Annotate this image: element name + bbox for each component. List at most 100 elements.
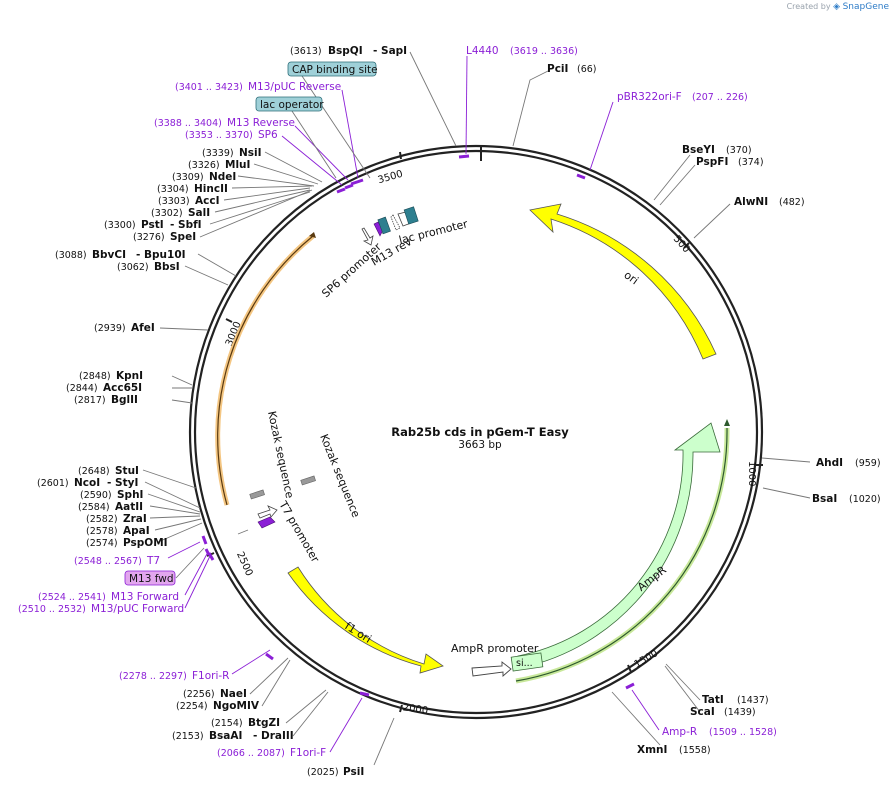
enzyme-psii: (2025) PsiI [307, 766, 364, 778]
enzyme-zrai: (2582) ZraI [86, 513, 147, 525]
kozak-label-1: Kozak sequence [265, 410, 296, 500]
svg-text:(2848): (2848) [79, 371, 111, 382]
primer-sp6: (3353 .. 3370) SP6 [185, 129, 278, 141]
svg-text:(3303): (3303) [158, 196, 190, 207]
svg-text:Amp-R: Amp-R [662, 726, 697, 738]
enzyme-hincii: (3304) HincII [157, 183, 228, 195]
svg-text:(2601): (2601) [37, 478, 69, 489]
tick-3500: 3500 [377, 151, 404, 187]
svg-text:(3300): (3300) [104, 220, 136, 231]
svg-text:NsiI: NsiI [239, 147, 262, 159]
tick-2000: 2000 [399, 702, 429, 717]
svg-text:M13/pUC Reverse: M13/pUC Reverse [248, 81, 341, 93]
ampr-promoter-arrow [471, 661, 512, 677]
enzyme-kpni: (2848) KpnI [79, 370, 143, 382]
svg-text:ApaI: ApaI [123, 525, 150, 537]
enzyme-bsaai: (2153) BsaAI - DraIII [172, 730, 294, 742]
svg-text:SphI: SphI [117, 489, 143, 501]
kozak-block-2 [300, 475, 316, 486]
snapgene-logo-icon: ◈ [833, 2, 841, 12]
primer-m13-puc-reverse: (3401 .. 3423) M13/pUC Reverse [175, 81, 341, 93]
kozak-block-1 [249, 489, 265, 500]
t7-promoter-label: T7 promoter [276, 498, 322, 565]
enzyme-afei: (2939) AfeI [94, 322, 155, 334]
svg-text:(3309): (3309) [172, 172, 204, 183]
svg-text:(3353 .. 3370): (3353 .. 3370) [185, 130, 253, 141]
svg-text:(3388 .. 3404): (3388 .. 3404) [154, 118, 222, 129]
primer-t7: (2548 .. 2567) T7 [74, 555, 160, 567]
primer-leaders [167, 55, 660, 753]
enzyme-bglii: (2817) BglII [74, 394, 138, 406]
svg-text:(2278 .. 2297): (2278 .. 2297) [119, 671, 187, 682]
enzyme-acci: (3303) AccI [158, 195, 219, 207]
svg-text:(2510 .. 2532): (2510 .. 2532) [18, 604, 86, 615]
svg-text:NdeI: NdeI [209, 171, 236, 183]
svg-text:lac operator: lac operator [260, 99, 324, 111]
enzyme-ncoi: (2601) NcoI - StyI [37, 477, 138, 489]
svg-text:M13/pUC Forward: M13/pUC Forward [91, 603, 184, 615]
svg-text:(370): (370) [726, 145, 752, 156]
enzyme-sali: (3302) SalI [151, 207, 210, 219]
primer-f1ori-r: (2278 .. 2297) F1ori-R [119, 670, 229, 682]
svg-text:- DraIII: - DraIII [253, 730, 294, 742]
signal-sequence-box [510, 652, 544, 672]
svg-text:ZraI: ZraI [123, 513, 147, 525]
svg-text:PspOMI: PspOMI [123, 537, 168, 549]
svg-text:- StyI: - StyI [107, 477, 138, 489]
svg-text:(2817): (2817) [74, 395, 106, 406]
enzyme-btgzi: (2154) BtgZI [211, 717, 280, 729]
svg-text:(374): (374) [738, 157, 764, 168]
t7-primer-glyph [257, 516, 276, 529]
credit-brand: SnapGene [842, 2, 889, 12]
svg-text:(2844): (2844) [66, 383, 98, 394]
svg-text:AccI: AccI [195, 195, 219, 207]
enzyme-bbsi: (3062) BbsI [117, 261, 180, 273]
svg-text:T7: T7 [146, 555, 160, 567]
svg-text:(3302): (3302) [151, 208, 183, 219]
svg-text:(2590): (2590) [80, 490, 112, 501]
svg-text:NaeI: NaeI [220, 688, 247, 700]
enzyme-aatii: (2584) AatII [78, 501, 143, 513]
svg-text:3500: 3500 [377, 169, 404, 187]
svg-text:(3339): (3339) [202, 148, 234, 159]
sp6-promoter-arrow [361, 227, 374, 246]
svg-text:- SapI: - SapI [373, 45, 407, 57]
svg-text:500: 500 [671, 234, 692, 256]
svg-text:TatI: TatI [702, 694, 724, 706]
ampr-arrow [517, 422, 721, 669]
svg-text:BbsI: BbsI [154, 261, 180, 273]
svg-text:AhdI: AhdI [816, 457, 843, 469]
svg-text:pBR322ori-F: pBR322ori-F [617, 91, 682, 103]
svg-text:M13 fwd: M13 fwd [129, 573, 174, 585]
enzyme-ngomiv: (2254) NgoMIV [176, 700, 260, 712]
svg-text:BtgZI: BtgZI [248, 717, 280, 729]
signal-sequence-label: si... [516, 658, 533, 669]
svg-text:NcoI: NcoI [74, 477, 100, 489]
svg-text:(2584): (2584) [78, 502, 110, 513]
svg-text:(2524 .. 2541): (2524 .. 2541) [38, 592, 106, 603]
svg-text:(2066 .. 2087): (2066 .. 2087) [217, 748, 285, 759]
f1-ori-arrow [287, 566, 444, 674]
tick-1500: 1500 [627, 648, 660, 673]
svg-text:ScaI: ScaI [690, 706, 715, 718]
f1-ori-label: f1 ori [342, 620, 373, 646]
tick-2500: 2500 [206, 550, 254, 578]
enzyme-psti: (3300) PstI - SbfI [104, 219, 202, 231]
enzyme-spei: (3276) SpeI [133, 231, 196, 243]
svg-text:KpnI: KpnI [116, 370, 143, 382]
svg-text:PspFI: PspFI [696, 156, 728, 168]
enzyme-scai: ScaI (1439) [690, 706, 756, 718]
enzyme-ahdi: AhdI (959) [816, 457, 881, 469]
svg-text:Acc65I: Acc65I [103, 382, 142, 394]
svg-text:BspQI: BspQI [328, 45, 363, 57]
primer-pbr322ori-f: pBR322ori-F (207 .. 226) [617, 91, 748, 103]
enzyme-sphi: (2590) SphI [80, 489, 143, 501]
svg-text:(482): (482) [779, 197, 805, 208]
svg-text:(3304): (3304) [157, 184, 189, 195]
svg-text:(1439): (1439) [724, 707, 756, 718]
svg-text:1500: 1500 [632, 648, 660, 670]
svg-text:L4440: L4440 [466, 45, 499, 57]
m13-fwd-box: M13 fwd [124, 570, 176, 586]
svg-text:M13 Forward: M13 Forward [111, 591, 179, 603]
